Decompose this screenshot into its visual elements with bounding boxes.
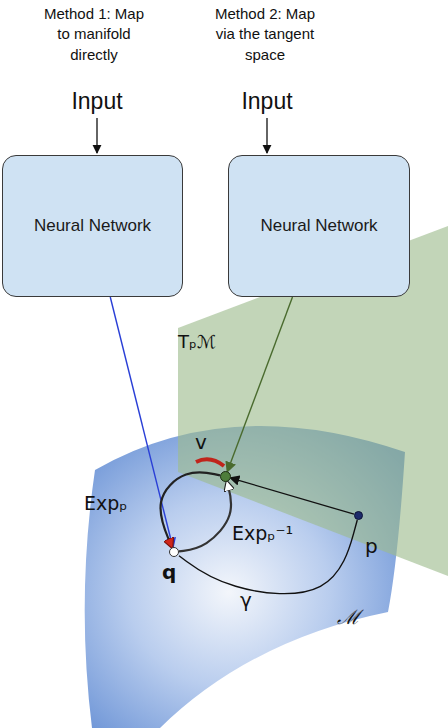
edge-label: γ: [240, 588, 252, 612]
plane-label: Tₚℳ: [178, 330, 228, 354]
input-label: Input: [217, 86, 317, 117]
edge-label: Expₚ⁻¹: [232, 522, 293, 544]
box-label: Neural Network: [34, 216, 151, 236]
base-point: p: [354, 511, 363, 520]
point-label: v: [195, 430, 207, 454]
tangent-vector: [196, 459, 224, 466]
input-arrow: [96, 118, 97, 153]
process-box: Neural Network: [228, 155, 410, 297]
target-point: q: [169, 547, 179, 557]
edge-label: Expₚ: [84, 492, 127, 514]
tangent-map-arrow: [228, 297, 293, 471]
input-arrow: [266, 118, 267, 153]
exp-map-arrow: [160, 472, 220, 547]
tangent-point: v: [220, 471, 231, 482]
point-label: p: [365, 534, 378, 558]
manifold-label: ℳ: [330, 604, 366, 631]
input-label: Input: [47, 86, 147, 117]
log-map-arrow: [231, 478, 354, 514]
method-heading: Method 1: Map to manifold directly: [36, 4, 152, 65]
manifold-surface: [85, 426, 405, 728]
method-heading: Method 2: Map via the tangent space: [207, 4, 323, 65]
process-box: Neural Network: [2, 155, 183, 297]
point-label: q: [162, 560, 176, 584]
box-label: Neural Network: [260, 216, 377, 236]
log-map-curve: [179, 482, 231, 551]
geodesic-curve: [179, 520, 357, 594]
